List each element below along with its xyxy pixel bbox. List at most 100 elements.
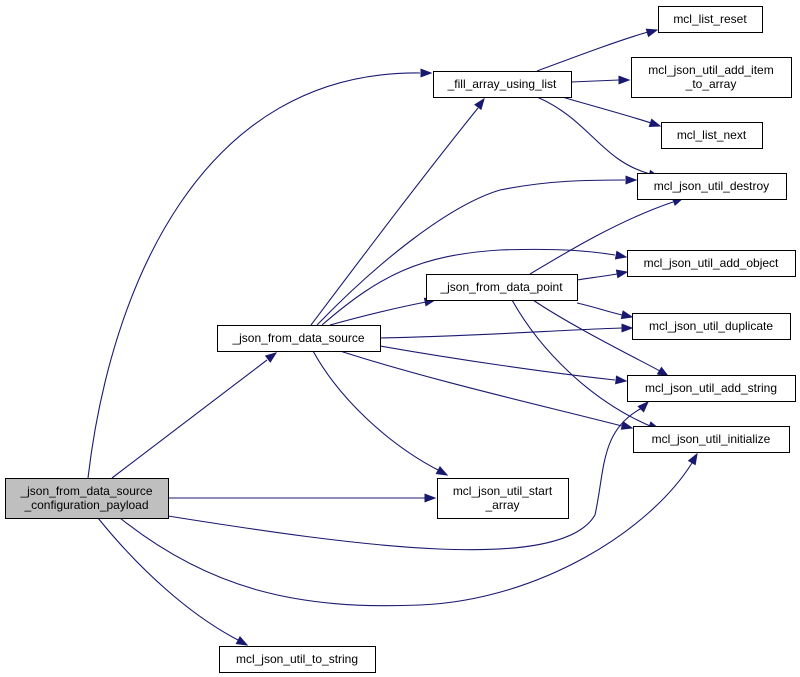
edge-line [312,350,439,471]
edge-line [329,301,427,326]
edge-from-data-source-to-add-object [321,248,628,326]
edge-arrowhead [656,366,670,377]
node-box [633,426,790,453]
edge-line [167,407,643,551]
edge-arrowhead [625,175,638,185]
node-label-line: mcl_json_util_start [453,484,553,498]
edge-line [379,327,623,339]
node-box [637,173,787,200]
node-root[interactable]: _json_from_data_source_configuration_pay… [5,478,169,519]
edge-from-data-point-to-duplicate [576,302,634,320]
node-to-string[interactable]: mcl_json_util_to_string [219,646,376,673]
edge-line [97,517,239,641]
edge-from-data-source-to-fill-array [310,97,485,326]
edge-arrowhead [645,28,659,38]
edge-line [536,31,649,72]
edge-arrowhead [420,68,433,78]
node-box [426,274,578,301]
node-label-line: _json_from_data_source [19,484,152,498]
node-add-object[interactable]: mcl_json_util_add_object [627,250,796,277]
node-from-data-point[interactable]: _json_from_data_point [426,274,578,301]
node-label-line: mcl_json_util_duplicate [649,319,773,333]
node-box [5,478,169,519]
node-box [632,313,791,340]
edge-arrowhead [620,310,634,320]
node-fill-array[interactable]: _fill_array_using_list [433,71,572,98]
node-label-line: _to_array [685,77,737,91]
edges-layer [87,28,698,646]
node-label-line: _array [484,498,519,512]
edge-line [561,96,652,124]
node-box [658,6,763,33]
edge-line [111,359,268,479]
edge-arrowhead [435,466,449,476]
edge-arrowhead [621,323,634,333]
node-label-line: mcl_list_next [677,128,747,142]
node-box [631,57,792,98]
node-list-next[interactable]: mcl_list_next [661,122,763,149]
edge-arrowhead [637,401,649,413]
node-box [217,325,381,352]
node-box [627,375,796,402]
edge-fill-array-to-list-next [561,96,662,128]
edge-arrowhead [618,75,631,85]
edge-from-data-source-to-start-array [312,350,449,476]
edge-arrowhead [424,493,437,503]
node-destroy[interactable]: mcl_json_util_destroy [637,173,787,200]
node-label-line: mcl_json_util_add_object [644,256,779,270]
edge-root-to-initialize [119,452,698,607]
edge-arrowhead [264,352,278,363]
edge-arrowhead [615,375,628,385]
node-label-line: _json_from_data_point [439,280,563,294]
node-label-line: mcl_json_util_initialize [652,432,771,446]
edge-from-data-source-to-initialize [339,350,634,430]
edge-from-data-source-to-from-data-point [329,297,437,326]
node-from-data-source[interactable]: _json_from_data_source [217,325,381,352]
node-list-reset[interactable]: mcl_list_reset [658,6,763,33]
edge-root-to-add-string [167,401,649,551]
node-label-line: _configuration_payload [23,498,148,512]
edge-from-data-source-to-add-string [379,345,628,385]
edge-line [87,72,421,479]
edge-arrowhead [687,452,698,466]
edge-line [532,299,661,372]
node-label-line: mcl_json_util_destroy [654,179,769,193]
node-label-line: mcl_list_reset [673,12,747,26]
edge-root-to-to-string [97,517,249,646]
edge-line [529,201,674,275]
edge-fill-array-to-list-reset [536,28,659,72]
edge-fill-array-to-add-item [570,75,631,85]
edge-from-data-point-to-add-object [576,269,629,281]
node-label-line: mcl_json_util_to_string [236,652,358,666]
edge-arrowhead [620,420,634,430]
node-label-line: _json_from_data_source [231,331,364,345]
edge-fill-array-to-destroy [536,96,661,179]
node-initialize[interactable]: mcl_json_util_initialize [633,426,790,453]
edge-arrowhead [614,250,628,260]
edge-root-to-fill-array [87,68,433,479]
node-duplicate[interactable]: mcl_json_util_duplicate [632,313,791,340]
edge-line [310,107,479,326]
edge-arrowhead [235,636,249,646]
node-start-array[interactable]: mcl_json_util_start_array [437,478,569,519]
node-box [627,250,796,277]
edge-line [379,345,616,381]
edge-root-to-start-array [168,493,437,503]
edge-line [339,350,623,427]
edge-line [576,302,623,316]
node-add-item[interactable]: mcl_json_util_add_item_to_array [631,57,792,98]
edge-root-to-from-data-source [111,352,278,479]
node-add-string[interactable]: mcl_json_util_add_string [627,375,796,402]
edge-line [316,179,626,326]
node-box [433,71,572,98]
edge-line [536,96,651,175]
edge-arrowhead [474,97,485,111]
edge-line [576,273,618,281]
node-box [219,646,376,673]
edge-line [119,462,693,607]
node-label-line: _fill_array_using_list [447,77,557,91]
node-box [661,122,763,149]
edge-from-data-source-to-duplicate [379,323,634,339]
node-box [437,478,569,519]
